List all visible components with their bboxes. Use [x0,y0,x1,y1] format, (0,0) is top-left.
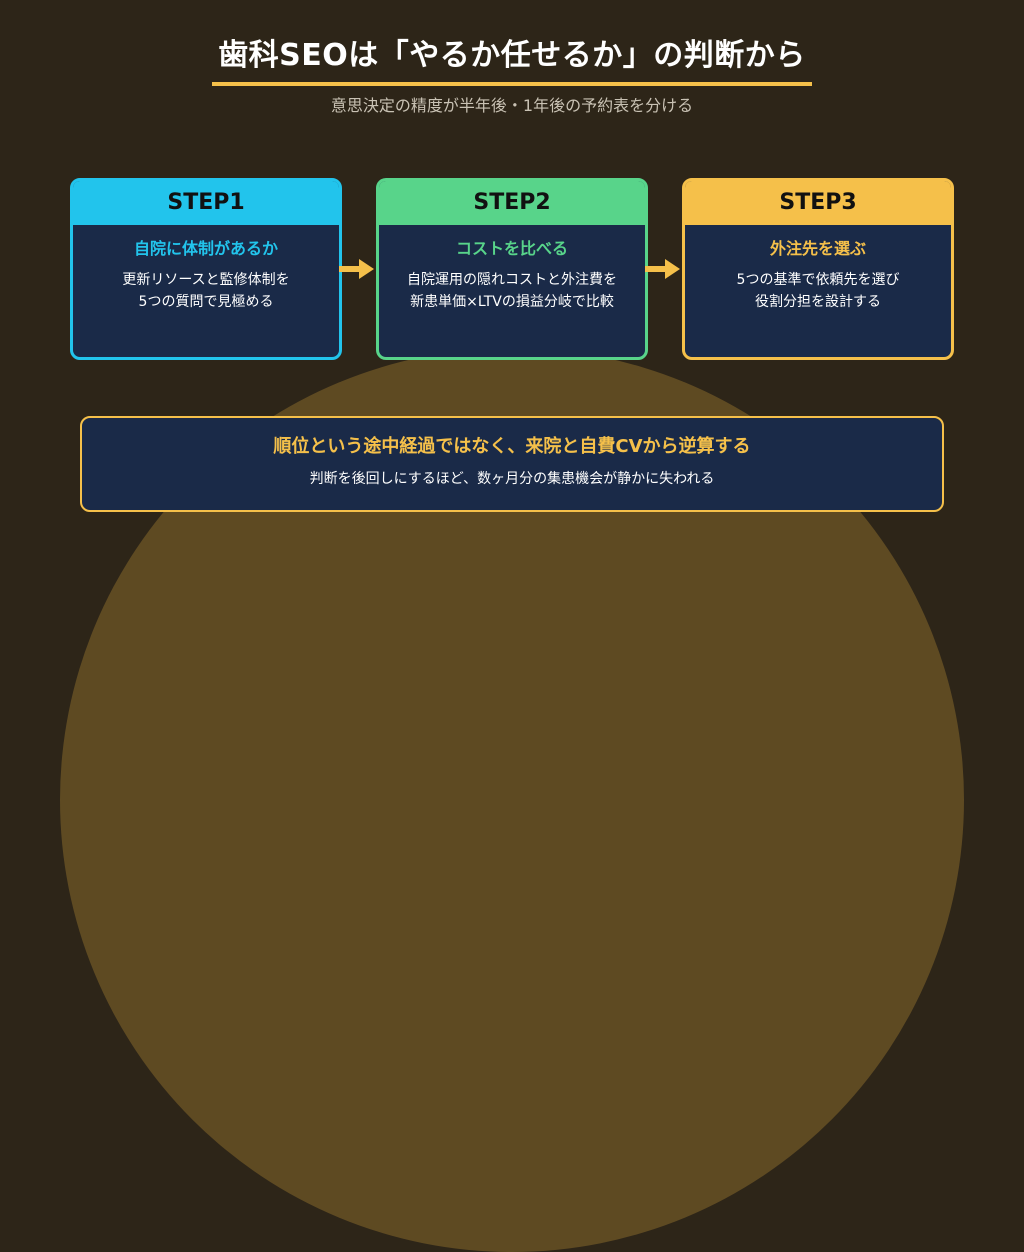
arrow-right-icon [645,259,680,279]
page-title: 歯科SEOは「やるか任せるか」の判断から [212,30,812,86]
step-card-1: STEP1 自院に体制があるか 更新リソースと監修体制を 5つの質問で見極める [70,178,342,360]
summary-box: 順位という途中経過ではなく、来院と自費CVから逆算する 判断を後回しにするほど、… [80,416,944,512]
step-label: STEP1 [73,181,339,225]
step-label: STEP3 [685,181,951,225]
step-title: 外注先を選ぶ [769,239,866,258]
page-subtitle: 意思決定の精度が半年後・1年後の予約表を分ける [330,96,694,115]
step-description: 自院運用の隠れコストと外注費を 新患単価×LTVの損益分岐で比較 [407,272,617,310]
step-label: STEP2 [379,181,645,225]
step-card-3: STEP3 外注先を選ぶ 5つの基準で依頼先を選び 役割分担を設計する [682,178,954,360]
summary-title: 順位という途中経過ではなく、来院と自費CVから逆算する [273,436,751,457]
step-title: 自院に体制があるか [133,239,278,258]
step-card-2: STEP2 コストを比べる 自院運用の隠れコストと外注費を 新患単価×LTVの損… [376,178,648,360]
step-description: 更新リソースと監修体制を 5つの質問で見極める [122,272,290,310]
title-area: 歯科SEOは「やるか任せるか」の判断から [0,30,1024,86]
step-description: 5つの基準で依頼先を選び 役割分担を設計する [736,272,900,310]
summary-description: 判断を後回しにするほど、数ヶ月分の集患機会が静かに失われる [309,471,715,487]
arrow-right-icon [339,259,374,279]
step-title: コストを比べる [455,239,568,258]
